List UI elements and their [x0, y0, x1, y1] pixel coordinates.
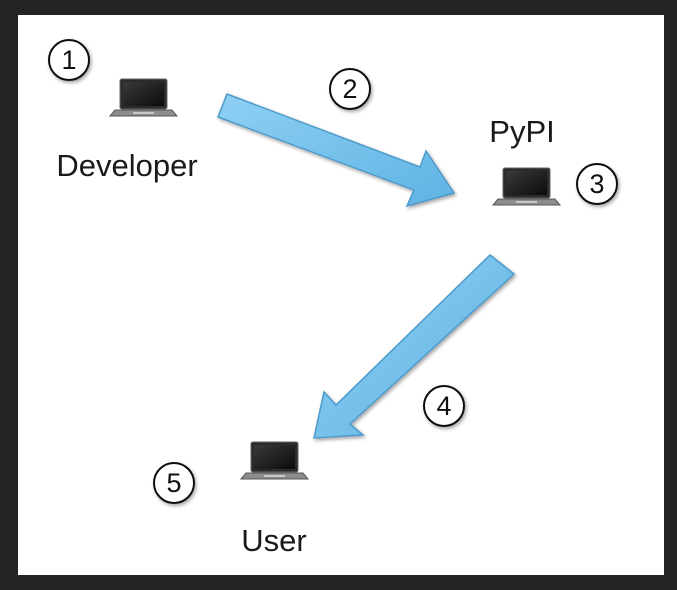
developer-label: Developer	[56, 148, 197, 183]
step-number-4: 4	[436, 391, 451, 421]
step-marker-3: 3	[576, 163, 618, 205]
step-marker-5: 5	[153, 462, 195, 504]
deployment-flow-diagram: Developer PyPI User 1 2 3 4	[48, 39, 618, 558]
arrow-developer-to-pypi	[217, 93, 456, 208]
step-marker-1: 1	[48, 39, 90, 81]
pypi-laptop-icon	[491, 167, 562, 206]
step-number-3: 3	[589, 169, 604, 199]
user-label: User	[241, 523, 306, 558]
pypi-label: PyPI	[489, 114, 554, 149]
diagram-canvas: Developer PyPI User 1 2 3 4	[18, 15, 664, 575]
step-marker-2: 2	[329, 68, 371, 110]
step-number-2: 2	[342, 74, 357, 104]
step-marker-4: 4	[423, 385, 465, 427]
step-number-1: 1	[61, 45, 76, 75]
arrow-pypi-to-user	[313, 254, 516, 439]
developer-laptop-icon	[108, 78, 179, 117]
step-number-5: 5	[166, 468, 181, 498]
user-laptop-icon	[239, 441, 310, 480]
